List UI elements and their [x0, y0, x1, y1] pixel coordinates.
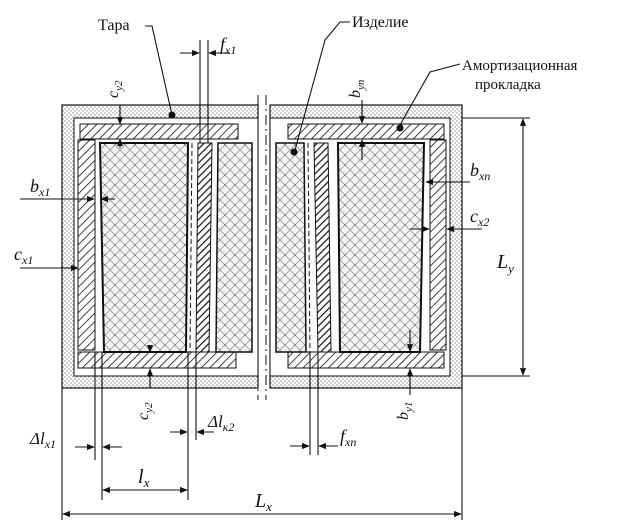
svg-text:byn: byn — [347, 79, 367, 98]
dim-byn: b — [347, 90, 364, 98]
dim-fxn: f — [340, 426, 348, 446]
dim-dlk2-sub: к2 — [223, 420, 235, 434]
annotation-leaders — [20, 21, 530, 520]
dim-cx2-sub: x2 — [477, 215, 489, 229]
dim-dlx1: Δl — [29, 429, 45, 448]
svg-text:Ly: Ly — [496, 251, 514, 276]
dim-cy2-bot-sub: y2 — [143, 402, 155, 414]
label-tara: Тара — [98, 17, 130, 34]
dim-by1: b — [395, 412, 412, 420]
dim-dlx1-sub: x1 — [44, 437, 56, 451]
dim-cy2-top: c — [105, 91, 122, 98]
dim-cx2: c — [470, 206, 478, 226]
svg-text:fx1: fx1 — [220, 34, 236, 57]
dim-Ly: L — [496, 251, 508, 273]
dim-Ly-sub: y — [506, 261, 514, 276]
break-lines — [257, 95, 267, 400]
label-amort-2: прокладка — [475, 77, 541, 93]
svg-text:Δlк2: Δlк2 — [207, 412, 234, 434]
dim-by1-sub: y1 — [403, 402, 415, 413]
svg-text:lx: lx — [138, 466, 150, 490]
dim-fxn-sub: xn — [344, 435, 356, 449]
dim-cx1-sub: x1 — [21, 253, 33, 267]
dim-bx1-sub: x1 — [38, 185, 50, 199]
dim-bxn-sub: xn — [478, 169, 490, 183]
dim-dlk2: Δl — [207, 412, 223, 431]
svg-text:cy2: cy2 — [105, 80, 125, 98]
dim-byn-sub: yn — [355, 79, 367, 91]
product-right — [336, 142, 426, 353]
bottom-pad-right — [287, 351, 445, 369]
product-divider-left — [195, 142, 213, 353]
dim-Lx-sub: x — [265, 499, 272, 514]
left-half — [61, 104, 259, 389]
dim-cy2-top-sub: y2 — [113, 80, 125, 92]
dim-cy2-bot: c — [135, 413, 152, 420]
top-pad-left — [79, 123, 239, 140]
svg-text:cx1: cx1 — [14, 244, 33, 267]
top-pad-right — [287, 123, 445, 140]
svg-text:Lx: Lx — [254, 490, 272, 514]
side-pad-right — [429, 139, 447, 351]
label-amort-1: Амортизационная — [462, 58, 578, 74]
right-half — [269, 104, 463, 389]
dim-lx-sub: x — [143, 475, 150, 490]
side-pad-left — [77, 139, 96, 351]
dim-Lx: L — [254, 490, 266, 512]
product-divider-right — [313, 142, 332, 353]
dim-fx1: f — [220, 34, 228, 54]
dim-fx1-sub: x1 — [224, 43, 236, 57]
product-left — [98, 142, 190, 353]
svg-text:cy2: cy2 — [135, 402, 155, 420]
dim-lx: l — [138, 466, 144, 488]
svg-text:Δlx1: Δlx1 — [29, 429, 56, 451]
svg-text:bx1: bx1 — [30, 176, 50, 199]
dim-cx1: c — [14, 244, 22, 264]
svg-text:bxn: bxn — [470, 160, 490, 183]
svg-text:fxn: fxn — [340, 426, 356, 449]
dim-bx1: b — [30, 176, 39, 196]
text-labels: Тара Изделие Амортизационная прокладка f… — [14, 14, 578, 514]
svg-text:cx2: cx2 — [470, 206, 489, 229]
dim-bxn: b — [470, 160, 479, 180]
svg-text:by1: by1 — [395, 402, 415, 420]
label-izdelie: Изделие — [352, 14, 408, 31]
